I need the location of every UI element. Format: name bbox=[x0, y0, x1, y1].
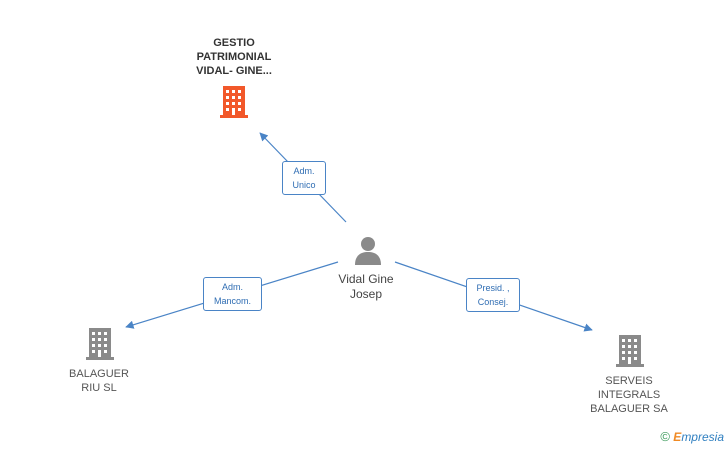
person-icon[interactable] bbox=[355, 237, 381, 265]
company-label-balaguer-riu[interactable]: BALAGUER RIU SL bbox=[69, 368, 129, 394]
brand-initial: E bbox=[673, 430, 682, 444]
building-icon[interactable] bbox=[220, 86, 248, 118]
role-badge-serveis[interactable]: Presid. , Consej. bbox=[466, 278, 520, 312]
company-label-gestio[interactable]: GESTIO PATRIMONIAL VIDAL- GINE... bbox=[196, 37, 272, 77]
copyright-icon: © bbox=[660, 429, 670, 444]
company-label-serveis[interactable]: SERVEIS INTEGRALS BALAGUER SA bbox=[590, 375, 668, 415]
building-icon[interactable] bbox=[86, 328, 114, 360]
person-label[interactable]: Vidal Gine Josep bbox=[338, 272, 394, 301]
brand-name: mpresia bbox=[681, 430, 724, 444]
brand-logo[interactable]: © Empresia bbox=[660, 429, 724, 444]
role-badge-balaguer-riu[interactable]: Adm. Mancom. bbox=[203, 277, 262, 311]
building-icon[interactable] bbox=[616, 335, 644, 367]
role-badge-gestio[interactable]: Adm. Unico bbox=[282, 161, 326, 195]
